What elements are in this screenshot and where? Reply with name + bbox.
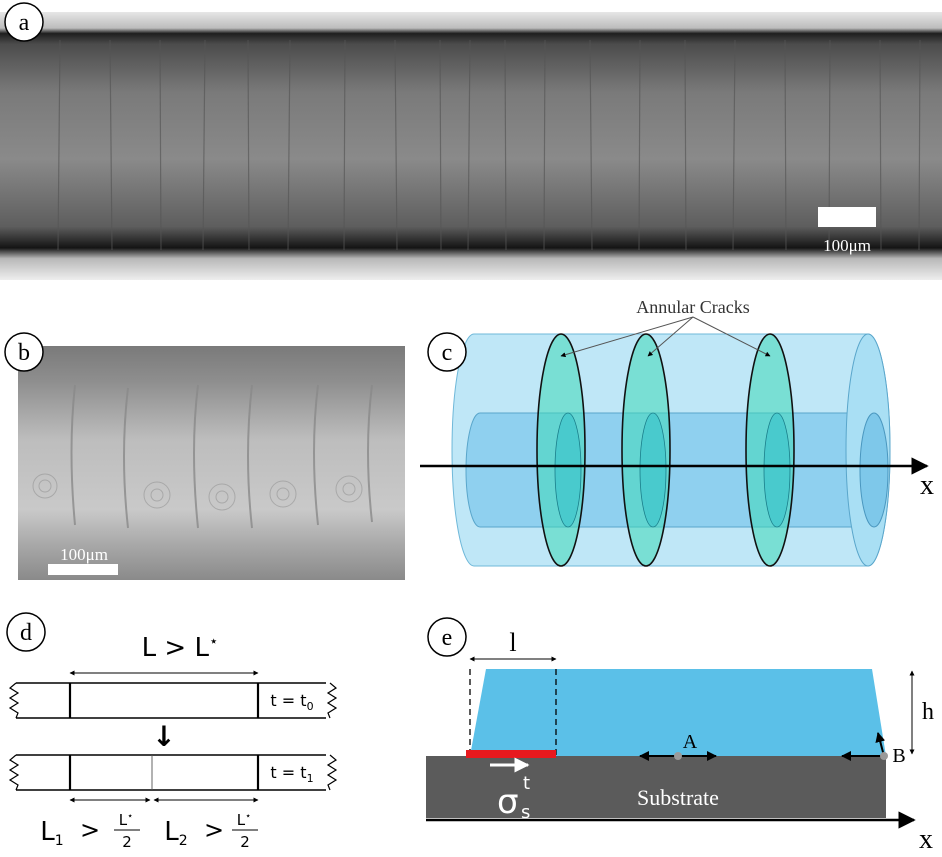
panel-d-down-arrow: ↓ bbox=[152, 720, 175, 753]
panel-d-strip-t0 bbox=[8, 682, 338, 719]
panel-a-scale-bar bbox=[818, 207, 876, 227]
panel-c: Annular Cracks x c bbox=[420, 297, 934, 567]
panel-a-micrograph bbox=[0, 12, 942, 280]
panel-c-annular-crack-3 bbox=[745, 333, 795, 567]
panel-b-micrograph bbox=[18, 346, 405, 580]
panel-d-strip-t1 bbox=[8, 754, 338, 791]
panel-a-label-circle bbox=[4, 2, 44, 42]
panel-c-label-circle bbox=[427, 332, 467, 372]
svg-text:L⋆: L⋆ bbox=[119, 811, 134, 829]
panel-e-stress-sup: t bbox=[523, 773, 530, 794]
panel-d-L2-condition: L2 > L⋆ 2 bbox=[164, 811, 258, 851]
panel-b-fringe-spots bbox=[32, 473, 363, 511]
panel-e-label: e bbox=[442, 625, 453, 651]
panel-c-annotation-label: Annular Cracks bbox=[636, 297, 749, 317]
svg-text:>: > bbox=[204, 816, 224, 844]
panel-e-label-circle bbox=[427, 617, 467, 657]
svg-text:2: 2 bbox=[240, 833, 250, 851]
panel-a: 100μm a bbox=[0, 2, 942, 280]
panel-d-top-condition: L > L⋆ bbox=[142, 632, 219, 663]
panel-e-substrate-label: Substrate bbox=[637, 785, 719, 810]
svg-text:>: > bbox=[80, 816, 100, 844]
panel-d-label: d bbox=[20, 620, 32, 646]
panel-c-annular-crack-2 bbox=[621, 333, 671, 567]
svg-text:L2: L2 bbox=[164, 817, 187, 849]
panel-b: 100μm b bbox=[4, 332, 405, 580]
svg-text:L1: L1 bbox=[40, 817, 63, 849]
panel-d-label-circle bbox=[6, 612, 46, 652]
panel-e-debond-zone bbox=[466, 750, 556, 758]
panel-c-inner-cylinder bbox=[465, 412, 889, 528]
panel-a-label: a bbox=[19, 10, 30, 36]
panel-b-crack-lines bbox=[70, 384, 373, 529]
panel-b-label-circle bbox=[4, 332, 44, 372]
panel-d-t0-label: t = t0 bbox=[270, 691, 313, 713]
panel-b-scale-bar bbox=[48, 564, 118, 575]
panel-e-film bbox=[470, 669, 886, 756]
panel-c-x-axis-label: x bbox=[920, 470, 934, 501]
panel-e-stress-sub: s bbox=[521, 802, 530, 823]
panel-e-point-a bbox=[674, 752, 682, 760]
panel-d: d L > L⋆ t = t0 ↓ t = t1 bbox=[6, 612, 338, 851]
panel-c-label: c bbox=[442, 340, 453, 366]
svg-text:L⋆: L⋆ bbox=[237, 811, 252, 829]
panel-e-point-b bbox=[880, 752, 888, 760]
svg-text:2: 2 bbox=[122, 833, 132, 851]
panel-b-scale-label: 100μm bbox=[60, 545, 108, 564]
panel-e-point-b-label: B bbox=[892, 745, 905, 767]
panel-e-point-a-label: A bbox=[683, 731, 698, 753]
panel-e: e Substrate l h σ t s A B x bbox=[426, 617, 934, 855]
panel-e-length-label: l bbox=[509, 628, 516, 657]
panel-e-height-label: h bbox=[922, 699, 934, 725]
panel-e-stress-label: σ bbox=[497, 782, 519, 822]
panel-a-scale-label: 100μm bbox=[823, 236, 871, 255]
panel-b-label: b bbox=[18, 340, 30, 366]
panel-c-end-cap-inner bbox=[859, 412, 889, 528]
panel-a-crack-lines bbox=[57, 39, 921, 251]
panel-d-L1-condition: L1 > L⋆ 2 bbox=[40, 811, 140, 851]
panel-e-x-axis-label: x bbox=[919, 824, 933, 855]
panel-c-annotation-pointers bbox=[560, 316, 771, 358]
panel-c-annular-crack-1 bbox=[536, 333, 586, 567]
panel-d-t1-label: t = t1 bbox=[270, 763, 313, 785]
